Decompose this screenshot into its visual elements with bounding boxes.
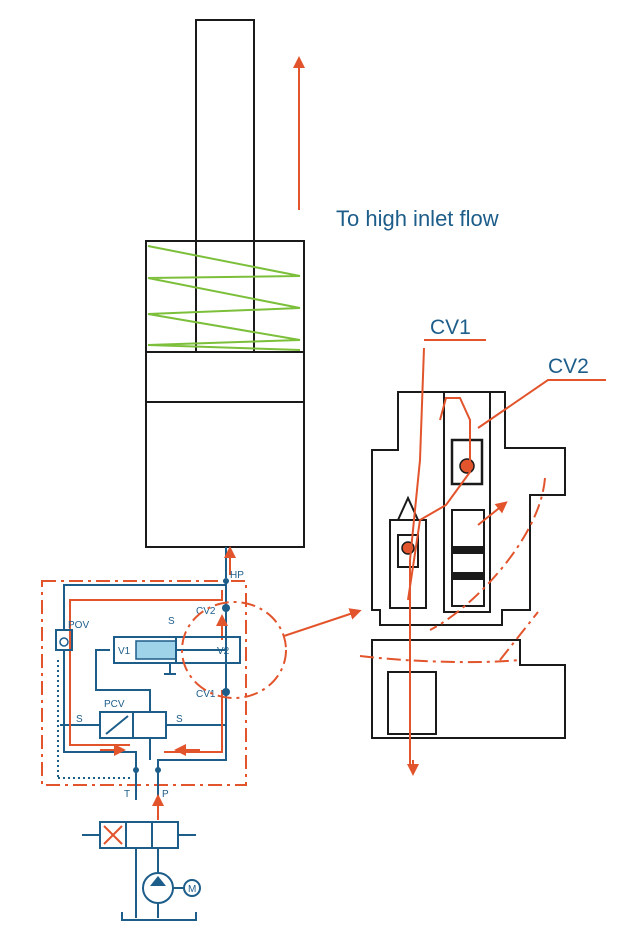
pov-valve xyxy=(55,629,73,651)
housing-outline xyxy=(371,391,566,626)
pump-triangle xyxy=(150,876,166,886)
s-top-label: S xyxy=(168,616,175,627)
tank-return-line xyxy=(63,650,137,800)
cv1-check-ball xyxy=(222,688,230,696)
cv2-check-ball xyxy=(222,604,230,612)
cv1-callout: CV1 xyxy=(430,316,471,339)
valve-block-schematic: POV V1 V2 S CV2 CV1 HP PCV S S xyxy=(41,570,247,800)
pcv-label: PCV xyxy=(104,699,125,710)
hp-port-label: HP xyxy=(230,570,244,581)
cylinder-barrel xyxy=(145,240,305,548)
v2-label: V2 xyxy=(217,646,230,657)
s-right-label: S xyxy=(176,714,183,725)
v1-label: V1 xyxy=(118,646,131,657)
s-left-label: S xyxy=(76,714,83,725)
t-port-label: T xyxy=(124,789,130,800)
drain-symbol xyxy=(164,663,176,675)
cv2-bore xyxy=(443,391,491,613)
piston-rod xyxy=(195,19,255,353)
magnifier-connector xyxy=(283,608,362,637)
spool-land-1 xyxy=(452,546,484,554)
cv2-small-label: CV2 xyxy=(196,606,216,617)
hydraulic-cylinder xyxy=(145,19,305,548)
spool xyxy=(451,509,485,607)
lower-plug xyxy=(387,671,437,735)
lower-housing xyxy=(371,639,566,739)
cv1-small-label: CV1 xyxy=(196,689,216,700)
spool-body xyxy=(135,640,177,660)
spool-land-2 xyxy=(452,572,484,580)
motor-label: M xyxy=(188,884,196,895)
cv2-ball xyxy=(459,458,475,474)
valve-cross-section xyxy=(359,347,566,776)
directional-control-valve xyxy=(82,821,196,849)
v1-link-line xyxy=(95,649,151,712)
cv2-leader xyxy=(477,379,606,429)
spring xyxy=(147,245,301,351)
p-node xyxy=(155,767,161,773)
internal-flow-arrow xyxy=(477,501,508,526)
pov-label: POV xyxy=(68,620,89,631)
motor-icon xyxy=(183,879,201,897)
p-port-label: P xyxy=(162,789,169,800)
pcv-adjust-arrow xyxy=(105,715,129,735)
cv1-bore xyxy=(389,519,427,609)
section-cut-3 xyxy=(499,611,539,661)
t-node xyxy=(133,767,139,773)
valve-block-boundary xyxy=(41,580,247,786)
tank-icon xyxy=(121,912,197,921)
pov-check-ball xyxy=(59,637,69,647)
hp-node xyxy=(223,578,229,584)
section-cut-1 xyxy=(429,477,546,631)
pov-line xyxy=(63,584,226,630)
magnifier-circle xyxy=(181,601,287,699)
caption-to-high-inlet-flow: To high inlet flow xyxy=(336,206,499,231)
section-cut-2 xyxy=(359,655,521,664)
pressure-line xyxy=(157,580,227,800)
cv2-callout: CV2 xyxy=(548,355,589,378)
cv2-flow-path xyxy=(407,397,471,601)
flow-path-1 xyxy=(69,590,223,746)
cv1-flow-path xyxy=(409,347,425,765)
